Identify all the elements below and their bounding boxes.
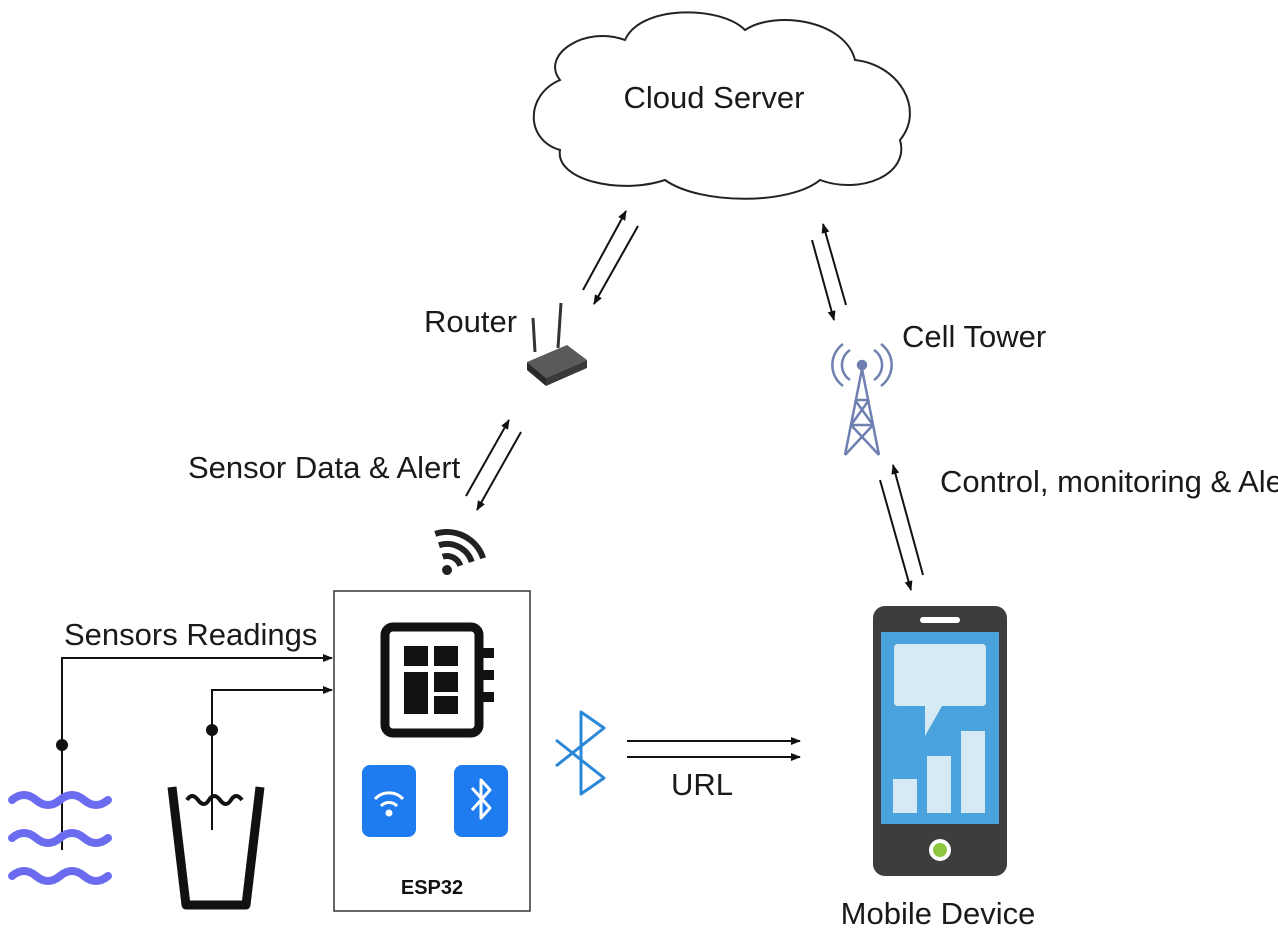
esp32-label: ESP32 bbox=[401, 877, 463, 899]
router-icon bbox=[527, 302, 587, 386]
cell-tower-label: Cell Tower bbox=[902, 319, 1046, 354]
cloud-router-arrows bbox=[582, 210, 639, 305]
cell-tower-icon bbox=[831, 342, 893, 456]
water-glass-icon bbox=[167, 786, 265, 910]
wifi-signal-icon bbox=[434, 529, 486, 575]
bluetooth-icon bbox=[555, 710, 606, 796]
cloud-icon bbox=[532, 11, 911, 200]
bluetooth-icon bbox=[454, 765, 508, 837]
cloud-tower-arrows bbox=[811, 223, 847, 321]
sensor-reading-arrows bbox=[56, 654, 333, 850]
tower-mobile-arrows bbox=[879, 464, 924, 591]
url-label: URL bbox=[671, 767, 733, 802]
cloud-server-label: Cloud Server bbox=[624, 80, 805, 115]
mobile-phone-icon bbox=[873, 606, 1007, 876]
esp32-module: ESP32 bbox=[333, 590, 531, 912]
control-monitoring-alert-label: Control, monitoring & Alert bbox=[940, 464, 1278, 499]
water-waves-icon bbox=[8, 791, 112, 885]
router-esp-arrows bbox=[465, 419, 522, 511]
chip-icon bbox=[380, 622, 494, 738]
router-label: Router bbox=[424, 304, 517, 339]
sensor-data-alert-label: Sensor Data & Alert bbox=[188, 450, 461, 485]
wifi-icon bbox=[362, 765, 416, 837]
url-arrows bbox=[627, 737, 801, 761]
mobile-device-label: Mobile Device bbox=[841, 896, 1036, 931]
sensors-readings-label: Sensors Readings bbox=[64, 617, 317, 652]
